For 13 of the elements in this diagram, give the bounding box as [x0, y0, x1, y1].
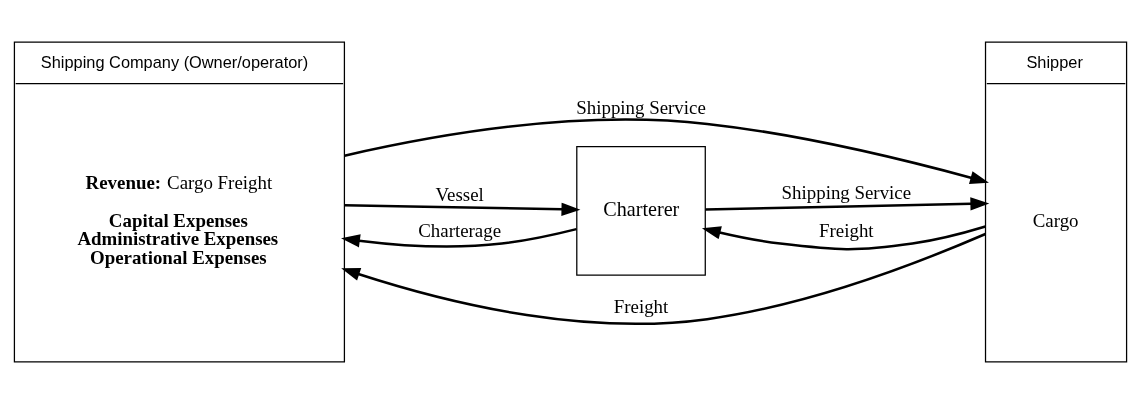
node-box: Charterer — [576, 145, 706, 276]
arrow — [701, 225, 986, 251]
arrow — [705, 197, 990, 211]
edge-label: Charterage — [418, 220, 502, 242]
edge-label: Shipping Service — [576, 96, 706, 118]
edge-label: Vessel — [435, 183, 484, 205]
arrow — [344, 118, 989, 185]
edge-label: Shipping Service — [781, 182, 912, 204]
edge-label: Freight — [613, 295, 669, 317]
arrow — [341, 232, 986, 325]
arrow — [344, 202, 581, 216]
edge-label: Freight — [819, 220, 874, 242]
arrow — [341, 227, 577, 248]
